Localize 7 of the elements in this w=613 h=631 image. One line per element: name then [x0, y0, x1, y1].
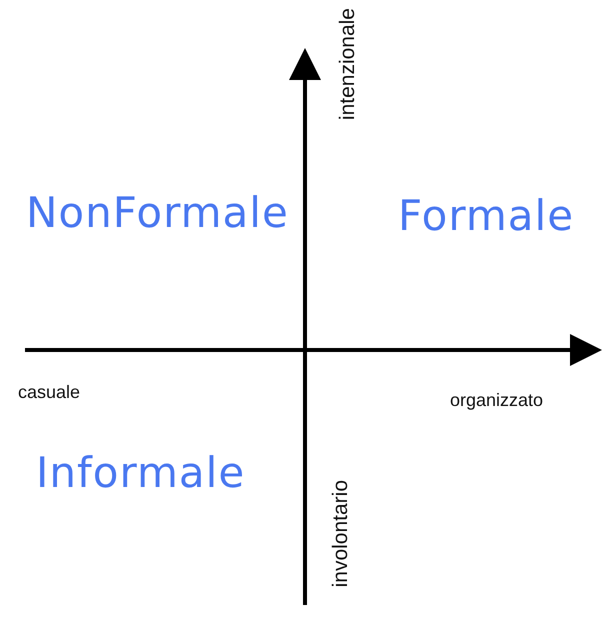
- axis-label: casuale: [18, 383, 80, 401]
- axis-label: involontario: [330, 480, 351, 588]
- axis-label: intenzionale: [337, 8, 358, 120]
- quadrant-label: NonFormale: [26, 192, 289, 234]
- axis-label: organizzato: [450, 391, 544, 409]
- quadrant-label: Formale: [398, 195, 574, 237]
- quadrant-label: Informale: [36, 452, 246, 494]
